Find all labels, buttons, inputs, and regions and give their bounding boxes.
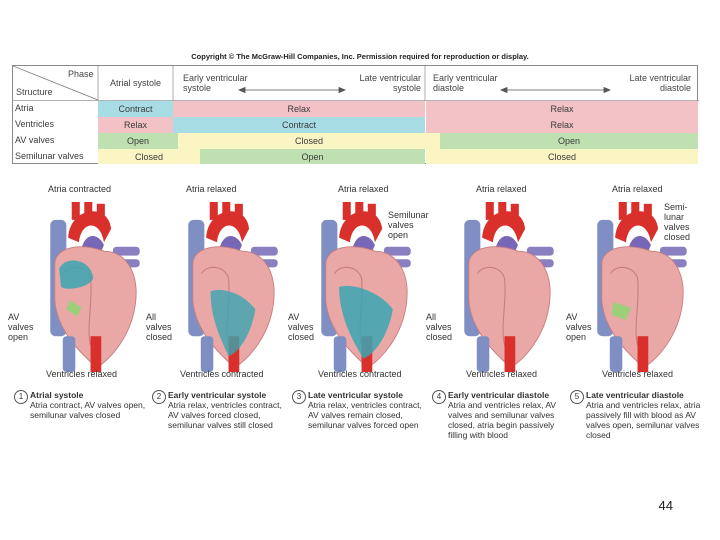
- caption-4: 4 Early ventricular diastole Atria and v…: [432, 390, 567, 440]
- caption-title: Early ventricular diastole: [448, 390, 550, 400]
- heart-panel-1: Atria contracted AV valves open Ventricl…: [8, 184, 150, 384]
- caption-title: Late ventricular diastole: [586, 390, 684, 400]
- panel-bottom-label: Ventricles contracted: [180, 369, 264, 379]
- panel-bottom-label: Ventricles relaxed: [602, 369, 674, 379]
- caption-title: Atrial systole: [30, 390, 84, 400]
- panel-side-label: All valves closed: [146, 312, 173, 342]
- panel-side-label: AV valves closed: [288, 312, 315, 342]
- cell-atria-relax: Relax: [173, 101, 425, 117]
- panel-side-label: All valves closed: [426, 312, 453, 342]
- cell-av-closed: Closed: [178, 133, 440, 149]
- caption-title: Early ventricular systole: [168, 390, 267, 400]
- copyright-notice: Copyright © The McGraw-Hill Companies, I…: [191, 52, 529, 61]
- caption-text: Atria and ventricles relax, atria passiv…: [586, 400, 701, 440]
- heart-panel-3: Atria relaxed Semilunar valves open AV v…: [288, 184, 429, 384]
- step-number-badge: 2: [152, 390, 166, 404]
- caption-5: 5 Late ventricular diastole Atria and ve…: [570, 390, 710, 440]
- phase-header: Phase: [68, 69, 94, 79]
- heart-panel-5: Atria relaxed Semi-lunar valves closed A…: [566, 184, 702, 384]
- panel-bottom-label: Ventricles relaxed: [46, 369, 118, 379]
- cell-semilunar-closed: Closed: [426, 149, 698, 164]
- heart-panel-2: Atria relaxed All valves closed Ventricl…: [146, 184, 288, 384]
- phase-late-ventricular-diastole: Late ventricular diastole: [629, 73, 691, 93]
- heart-illustration: [596, 202, 688, 372]
- heart-illustration: [187, 202, 279, 372]
- cell-semilunar-closed: Closed: [98, 149, 200, 164]
- phase-atrial-systole: Atrial systole: [110, 78, 162, 88]
- cell-ventricles-contract: Contract: [173, 117, 425, 133]
- panel-bottom-label: Ventricles contracted: [318, 369, 402, 379]
- step-number-badge: 5: [570, 390, 584, 404]
- step-number-badge: 1: [14, 390, 28, 404]
- panel-top-label: Atria relaxed: [186, 184, 237, 194]
- panel-top-label: Atria relaxed: [338, 184, 389, 194]
- panel-extra-label: Semilunar valves open: [388, 210, 429, 240]
- heart-illustration: [463, 202, 555, 372]
- table-header-lines: [13, 66, 699, 101]
- caption-3: 3 Late ventricular systole Atria relax, …: [292, 390, 427, 430]
- panel-side-label: AV valves open: [566, 312, 592, 342]
- panel-bottom-label: Ventricles relaxed: [466, 369, 538, 379]
- heart-panel-4: Atria relaxed All valves closed Ventricl…: [426, 184, 564, 384]
- caption-text: Atria relax, ventricles contract, AV val…: [168, 400, 282, 430]
- phase-late-ventricular-systole: Late ventricular systole: [359, 73, 421, 93]
- row-label-av-valves: AV valves: [15, 135, 55, 145]
- double-arrow-icon: [499, 86, 612, 94]
- heart-illustration: [49, 202, 141, 372]
- cardiac-cycle-table: Phase Structure Atrial systole Early ven…: [12, 65, 699, 164]
- cell-ventricles-relax: Relax: [98, 117, 173, 133]
- caption-title: Late ventricular systole: [308, 390, 403, 400]
- cell-av-open: Open: [98, 133, 178, 149]
- caption-2: 2 Early ventricular systole Atria relax,…: [152, 390, 287, 430]
- caption-1: 1 Atrial systole Atria contract, AV valv…: [14, 390, 149, 420]
- step-number-badge: 4: [432, 390, 446, 404]
- cell-av-open: Open: [440, 133, 698, 149]
- caption-text: Atria contract, AV valves open, semiluna…: [30, 400, 146, 420]
- page-number: 44: [658, 498, 673, 513]
- phase-early-ventricular-diastole: Early ventricular diastole: [433, 73, 498, 93]
- panel-side-label: AV valves open: [8, 312, 34, 342]
- cell-ventricles-relax: Relax: [426, 117, 698, 133]
- panel-top-label: Atria relaxed: [612, 184, 663, 194]
- caption-text: Atria relax, ventricles contract, AV val…: [308, 400, 422, 430]
- row-label-ventricles: Ventricles: [15, 119, 55, 129]
- phase-early-ventricular-systole: Early ventricular systole: [183, 73, 248, 93]
- cell-semilunar-open: Open: [200, 149, 425, 164]
- structure-header: Structure: [16, 87, 53, 97]
- row-label-semilunar-valves: Semilunar valves: [15, 151, 84, 161]
- panel-extra-label: Semi-lunar valves closed: [664, 202, 691, 242]
- cell-atria-contract: Contract: [98, 101, 173, 117]
- step-number-badge: 3: [292, 390, 306, 404]
- cell-atria-relax: Relax: [426, 101, 698, 117]
- row-label-atria: Atria: [15, 103, 34, 113]
- caption-text: Atria and ventricles relax, AV valves an…: [448, 400, 557, 440]
- heart-illustration: [320, 202, 412, 372]
- panel-top-label: Atria contracted: [48, 184, 112, 194]
- double-arrow-icon: [237, 86, 347, 94]
- panel-top-label: Atria relaxed: [476, 184, 527, 194]
